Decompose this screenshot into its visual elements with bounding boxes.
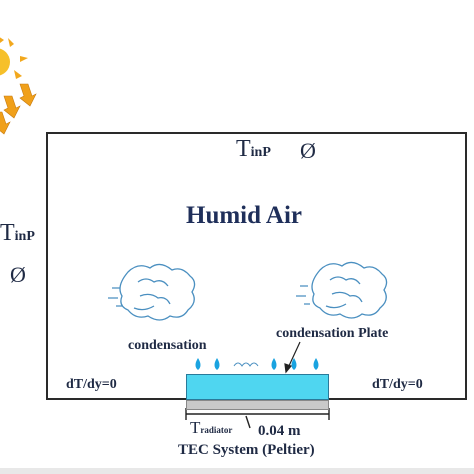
sun-icon: [0, 37, 28, 79]
condensation-plate: [186, 374, 329, 400]
t-subscript: radiator: [200, 425, 233, 435]
vapor-swirl-icon: [296, 261, 388, 319]
right-boundary-condition: dT/dy=0: [372, 377, 423, 392]
tec-system-label: TEC System (Peltier): [178, 442, 315, 458]
sun-ray-arrows: [0, 83, 37, 135]
left-temperature-label: TinP: [0, 220, 35, 247]
t-subscript: inP: [250, 145, 271, 160]
t-subscript: inP: [14, 229, 35, 244]
left-boundary-condition: dT/dy=0: [66, 377, 117, 392]
bottom-strip: [0, 468, 474, 474]
top-humidity-symbol: Ø: [300, 138, 316, 163]
t-symbol: T: [190, 418, 201, 437]
small-vapor-swirl: [233, 362, 259, 367]
t-symbol: T: [236, 136, 251, 162]
peltier-module: [186, 400, 329, 410]
width-dimension: [185, 408, 330, 429]
top-temperature-label: TinP: [236, 136, 271, 163]
condensation-label: condensation: [128, 338, 207, 353]
humid-air-chamber: [46, 132, 467, 400]
vapor-swirl-icon: [108, 263, 196, 321]
water-drop-icon: [195, 358, 319, 370]
condensation-plate-label: condensation Plate: [276, 326, 389, 341]
humid-air-title: Humid Air: [186, 202, 302, 229]
radiator-temperature-label: Tradiator: [190, 418, 232, 438]
plate-pointer-arrow: [284, 341, 301, 374]
t-symbol: T: [0, 220, 15, 246]
width-label: 0.04 m: [258, 423, 301, 439]
left-humidity-symbol: Ø: [10, 262, 26, 287]
